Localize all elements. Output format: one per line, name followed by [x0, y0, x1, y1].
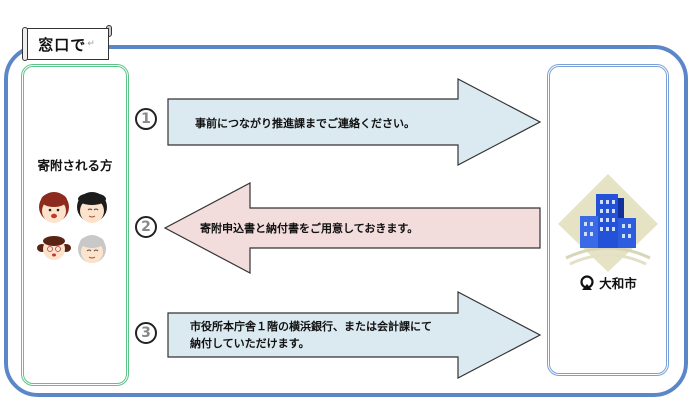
face-woman-icon	[39, 192, 69, 223]
step-2-text: 寄附申込書と納付書をご用意しておきます。	[200, 222, 419, 235]
step-1-text: 事前につながり推進課までご連絡ください。	[195, 117, 415, 130]
city-name-row: 大和市	[550, 273, 666, 292]
city-hall-building-icon	[558, 174, 658, 272]
page-title: 窓口で	[38, 35, 87, 54]
city-box: 大和市	[547, 64, 669, 376]
step-3-text: 市役所本庁舎１階の横浜銀行、または会計課にて 納付していただけます。	[190, 318, 432, 352]
donor-box: 寄附される方	[21, 64, 129, 386]
step-2-number: 2	[135, 216, 157, 238]
title-banner: 窓口で↵	[22, 25, 112, 63]
step-3-text-line1: 市役所本庁舎１階の横浜銀行、または会計課にて	[190, 320, 432, 333]
face-man-icon	[77, 192, 107, 223]
yamato-city-emblem-icon	[580, 274, 594, 290]
outer-frame	[4, 45, 688, 397]
step-1-number: 1	[135, 108, 157, 130]
step-3-text-line2: 納付していただけます。	[190, 337, 310, 350]
step-2-arrow	[163, 182, 541, 274]
family-faces-icon	[37, 192, 107, 263]
donor-label: 寄附される方	[37, 158, 113, 173]
city-name: 大和市	[599, 276, 637, 291]
face-elder-icon	[78, 235, 106, 263]
scroll-curl-icon	[22, 27, 28, 61]
return-mark: ↵	[87, 39, 96, 49]
step-1-arrow	[167, 78, 542, 166]
step-3-number: 3	[135, 322, 157, 344]
step-3-arrow	[167, 291, 542, 379]
face-girl-icon	[37, 236, 71, 260]
title-banner-body: 窓口で↵	[25, 28, 109, 60]
